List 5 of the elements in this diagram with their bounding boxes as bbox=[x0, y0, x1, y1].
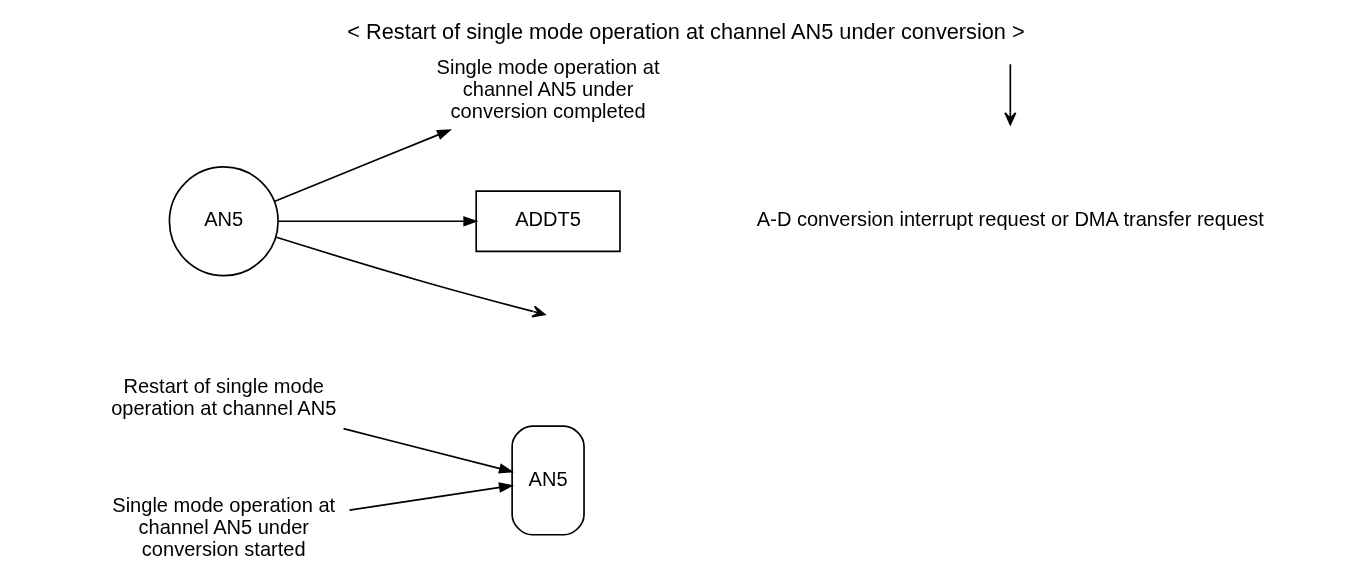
node-text: Single mode operation at channel AN5 under conversion started bbox=[112, 494, 336, 560]
node-text: Restart of single mode operation at channel AN5 bbox=[111, 374, 337, 419]
legend-label: A-D conversion interrupt request or DMA transfer request bbox=[756, 208, 1264, 231]
diagram-title: < Restart of single mode operation at channel AN5 under conversion > bbox=[347, 18, 1025, 44]
node-text: Single mode operation at channel AN5 under conversion completed bbox=[436, 56, 660, 122]
